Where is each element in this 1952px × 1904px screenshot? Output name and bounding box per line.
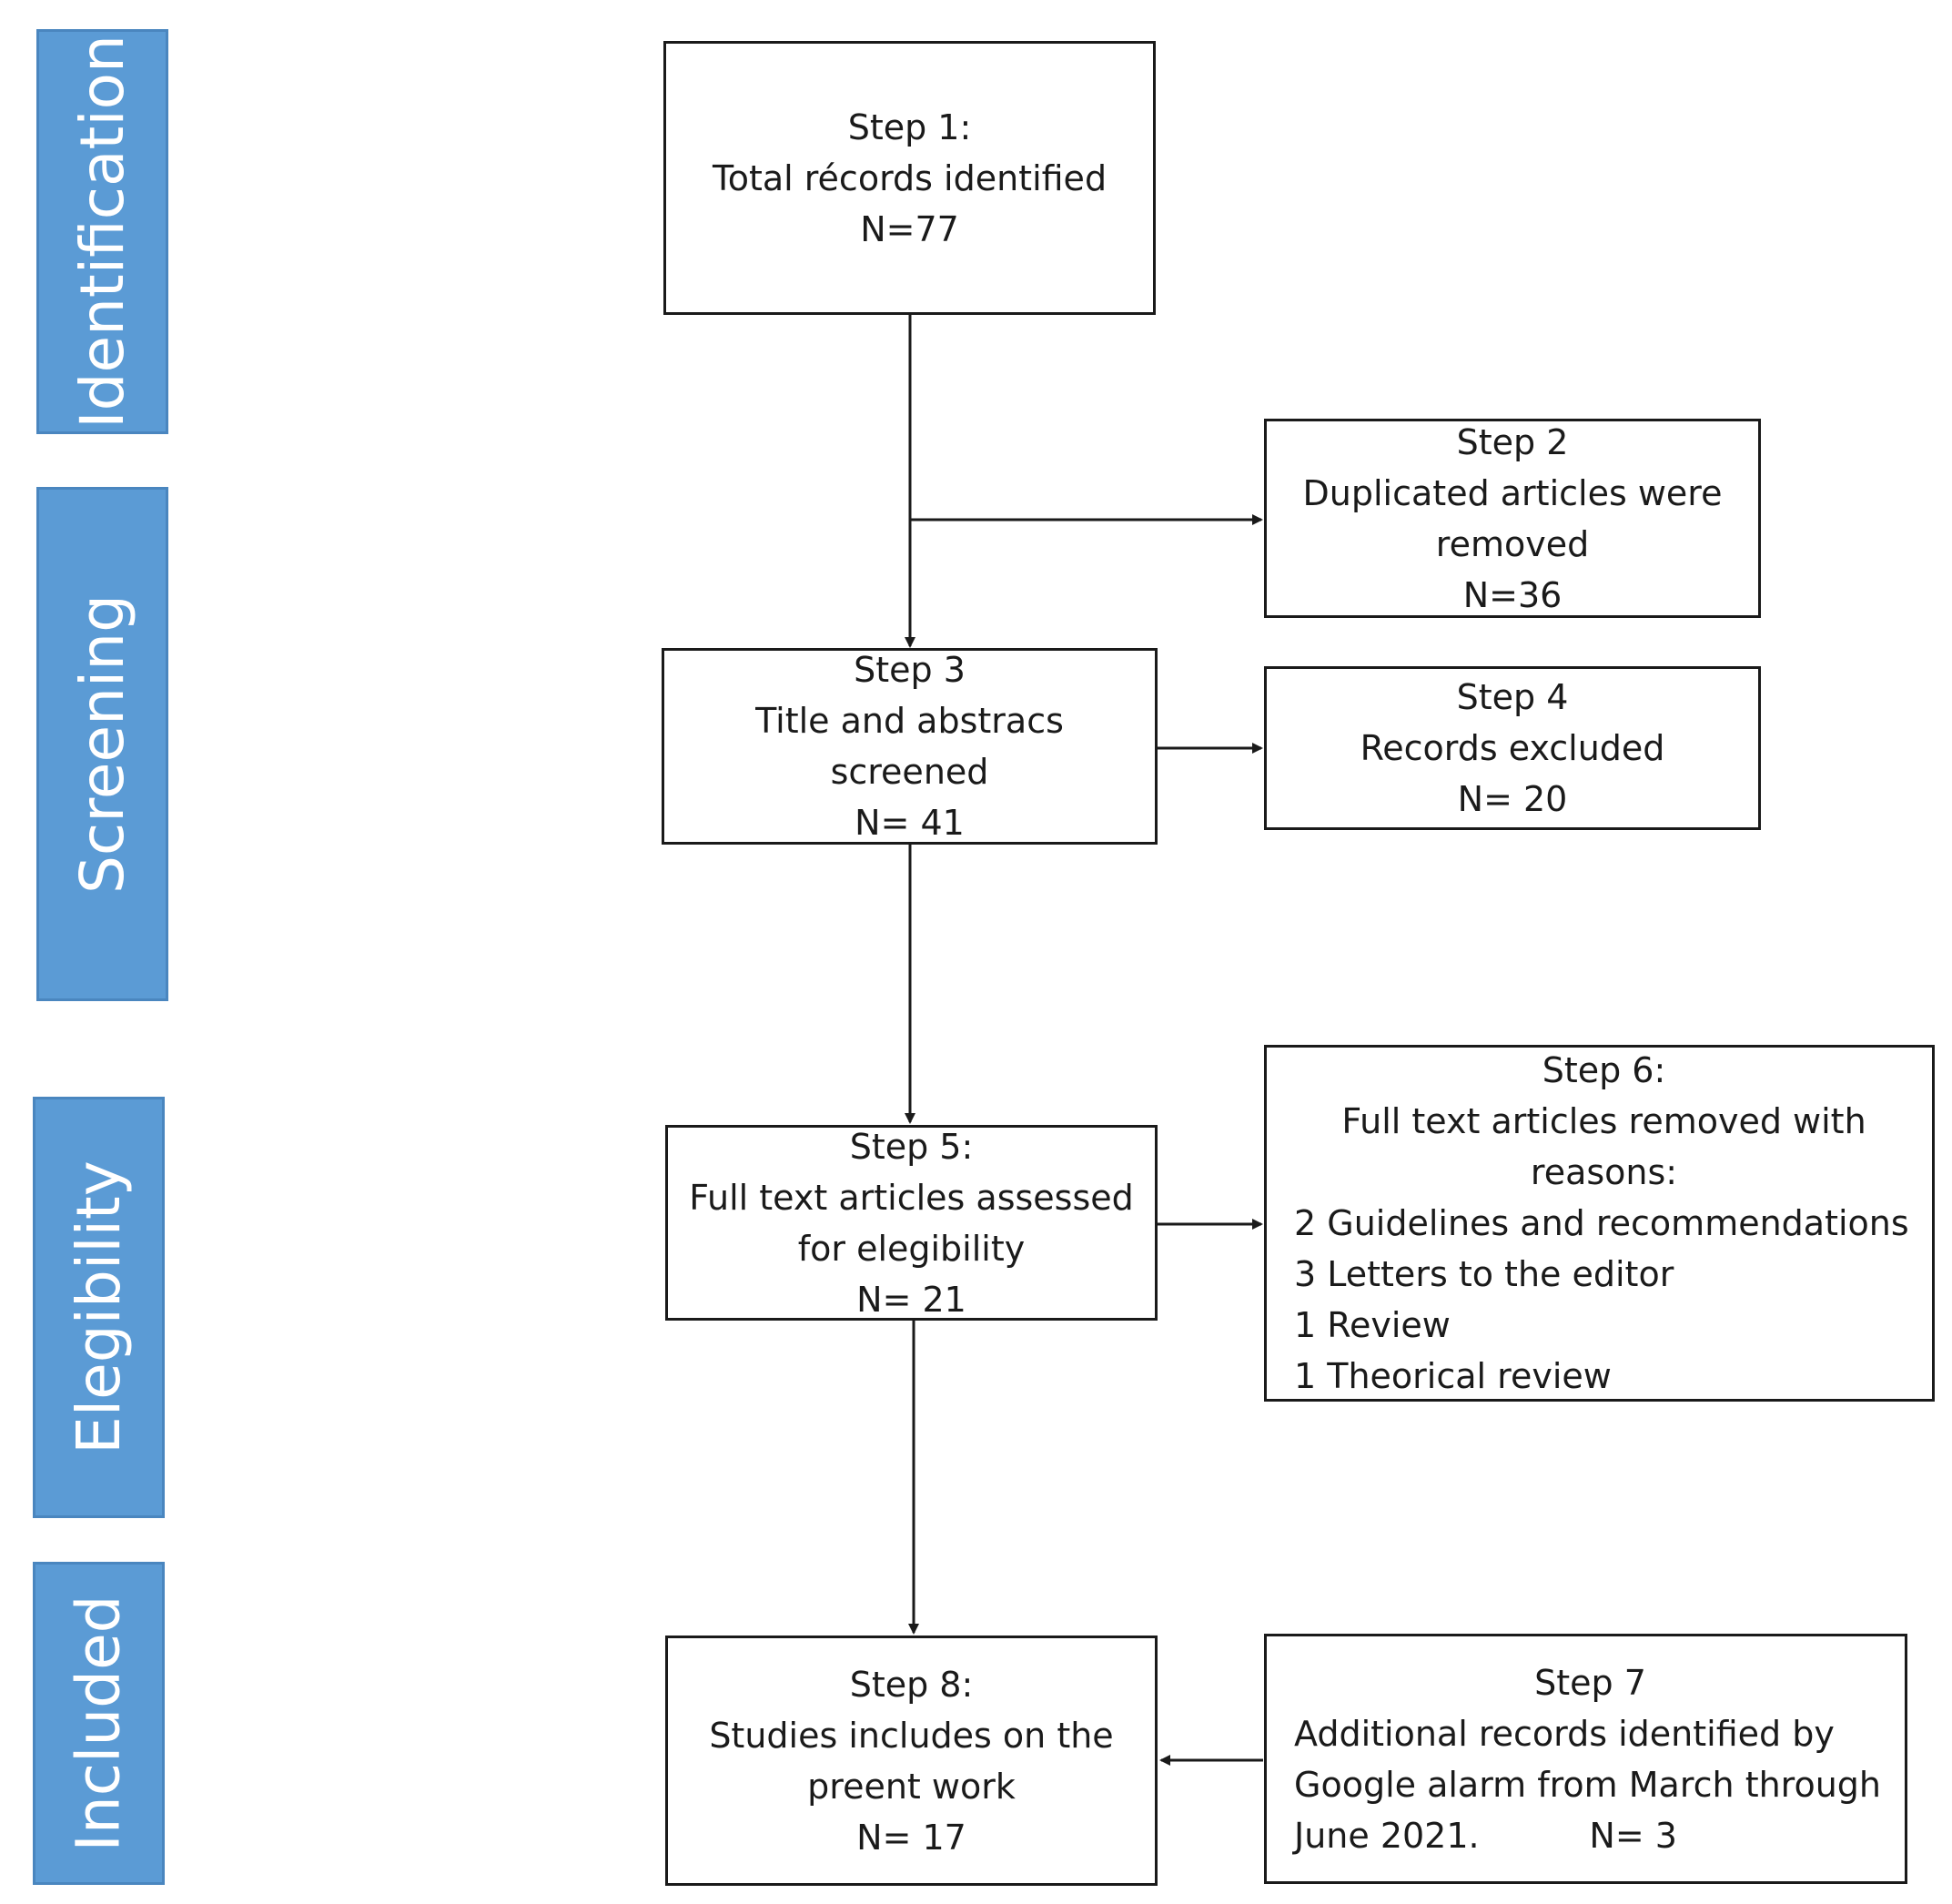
step5-text-2: for elegibility [797, 1228, 1026, 1269]
stage-included: Included [33, 1562, 165, 1885]
step8-title: Step 8: [849, 1664, 974, 1705]
step2-text-2: removed [1435, 523, 1590, 564]
step1-title: Step 1: [847, 106, 972, 147]
step5-text-1: Full text articles assessed [689, 1177, 1134, 1218]
step5-title: Step 5: [849, 1126, 974, 1167]
step2-count: N=36 [1462, 574, 1563, 615]
step6-reason-3: 1 Review [1294, 1305, 1451, 1345]
step3-box: Step 3 Title and abstracs screened N= 41 [662, 648, 1158, 845]
step7-text-1: Additional records identified by [1294, 1713, 1835, 1754]
step2-box: Step 2 Duplicated articles were removed … [1264, 419, 1761, 618]
step3-count: N= 41 [855, 803, 965, 843]
step6-box: Step 6: Full text articles removed with … [1264, 1045, 1935, 1402]
step6-text-2: reasons: [1530, 1152, 1678, 1192]
step5-box: Step 5: Full text articles assessed for … [665, 1125, 1158, 1321]
step4-text: Records excluded [1360, 728, 1665, 768]
step8-text-1: Studies includes on the [709, 1715, 1114, 1756]
step1-box: Step 1: Total récords identified N=77 [663, 41, 1156, 315]
step7-title: Step 7 [1534, 1662, 1646, 1703]
step2-text-1: Duplicated articles were [1302, 472, 1723, 513]
step3-text-1: Title and abstracs [755, 701, 1064, 741]
step8-count: N= 17 [856, 1817, 966, 1858]
step2-title: Step 2 [1456, 421, 1569, 462]
stage-eligibility: Elegibility [33, 1097, 165, 1518]
step1-text: Total récords identified [712, 157, 1107, 198]
step7-box: Step 7 Additional records identified by … [1264, 1634, 1907, 1884]
step5-count: N= 21 [856, 1279, 966, 1320]
step4-count: N= 20 [1457, 779, 1568, 819]
step6-text-1: Full text articles removed with [1341, 1101, 1866, 1141]
step3-title: Step 3 [854, 650, 966, 690]
step7-text-3: June 2021. N= 3 [1294, 1815, 1677, 1856]
step7-text-2: Google alarm from March through [1294, 1764, 1881, 1805]
step6-reason-1: 2 Guidelines and recommendations [1294, 1203, 1909, 1243]
step4-box: Step 4 Records excluded N= 20 [1264, 666, 1761, 830]
step6-title: Step 6: [1542, 1050, 1666, 1090]
step8-box: Step 8: Studies includes on the preent w… [665, 1636, 1158, 1886]
step8-text-2: preent work [807, 1766, 1016, 1807]
step3-text-2: screened [830, 752, 989, 792]
step1-count: N=77 [860, 208, 959, 249]
stage-identification: Identification [36, 29, 168, 434]
step4-title: Step 4 [1456, 677, 1569, 717]
stage-screening: Screening [36, 487, 168, 1001]
step6-reason-4: 1 Theorical review [1294, 1356, 1612, 1396]
step6-reason-2: 3 Letters to the editor [1294, 1254, 1674, 1294]
